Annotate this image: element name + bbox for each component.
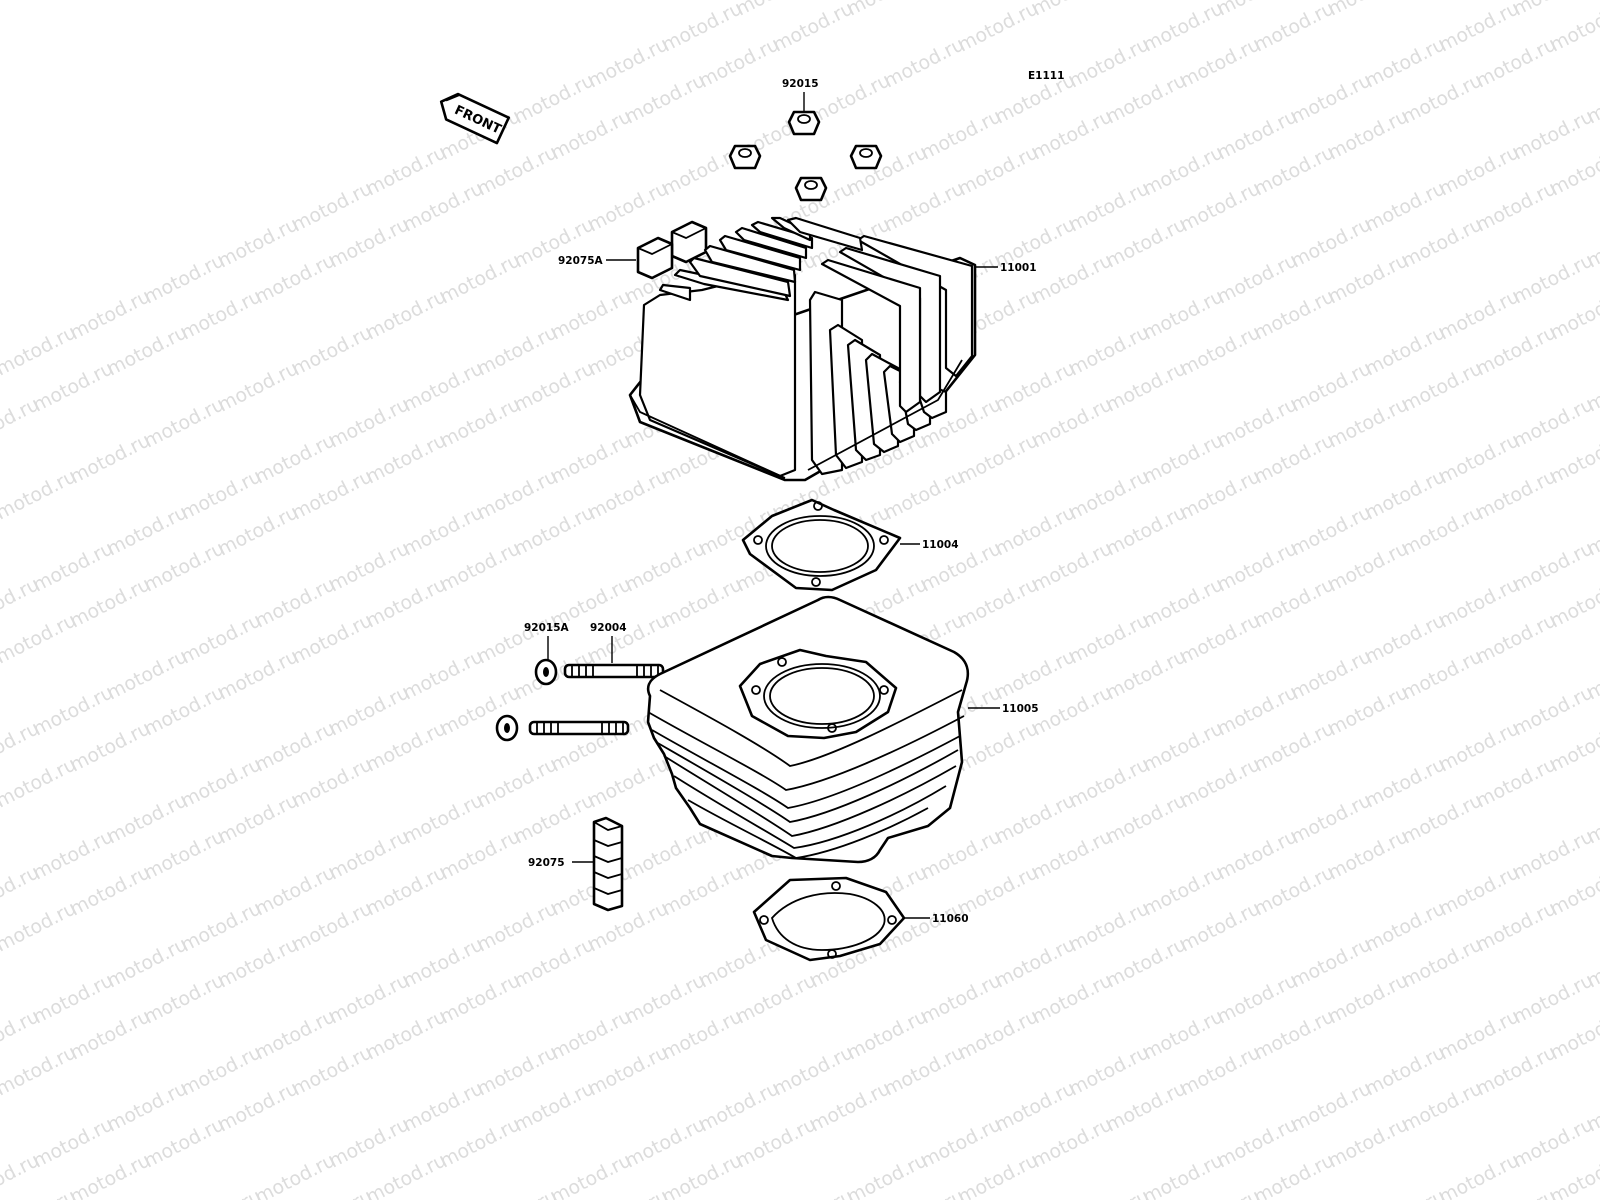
- nut-92015-bottom: [794, 176, 828, 202]
- callout-11004: 11004: [922, 539, 959, 551]
- washer-92015A-upper: [534, 658, 558, 686]
- callout-92075A: 92075A: [558, 255, 604, 267]
- callout-92015: 92015: [782, 78, 819, 90]
- head-gasket-11004: [741, 498, 902, 592]
- callout-92004: 92004: [590, 622, 627, 634]
- stud-92004-lower: [528, 720, 630, 736]
- front-arrow-icon: FRONT: [439, 92, 511, 145]
- damper-92075A-upper: [670, 220, 708, 264]
- callout-92075: 92075: [528, 857, 565, 869]
- callout-11060: 11060: [932, 913, 969, 925]
- nut-92015-top: [787, 110, 821, 136]
- damper-92075: [592, 816, 624, 912]
- callout-11005: 11005: [1002, 703, 1039, 715]
- cylinder-11005: [646, 595, 970, 864]
- callout-11001: 11001: [1000, 262, 1037, 274]
- stud-92004-upper: [563, 663, 665, 679]
- nut-92015-left: [728, 144, 762, 170]
- ref-code: E1111: [1028, 70, 1064, 82]
- base-gasket-11060: [752, 876, 906, 962]
- cylinder-head-11001: [628, 216, 977, 482]
- washer-92015A-lower: [495, 714, 519, 742]
- damper-92075A-lower: [636, 236, 674, 280]
- callout-92015A: 92015A: [524, 622, 570, 634]
- nut-92015-right: [849, 144, 883, 170]
